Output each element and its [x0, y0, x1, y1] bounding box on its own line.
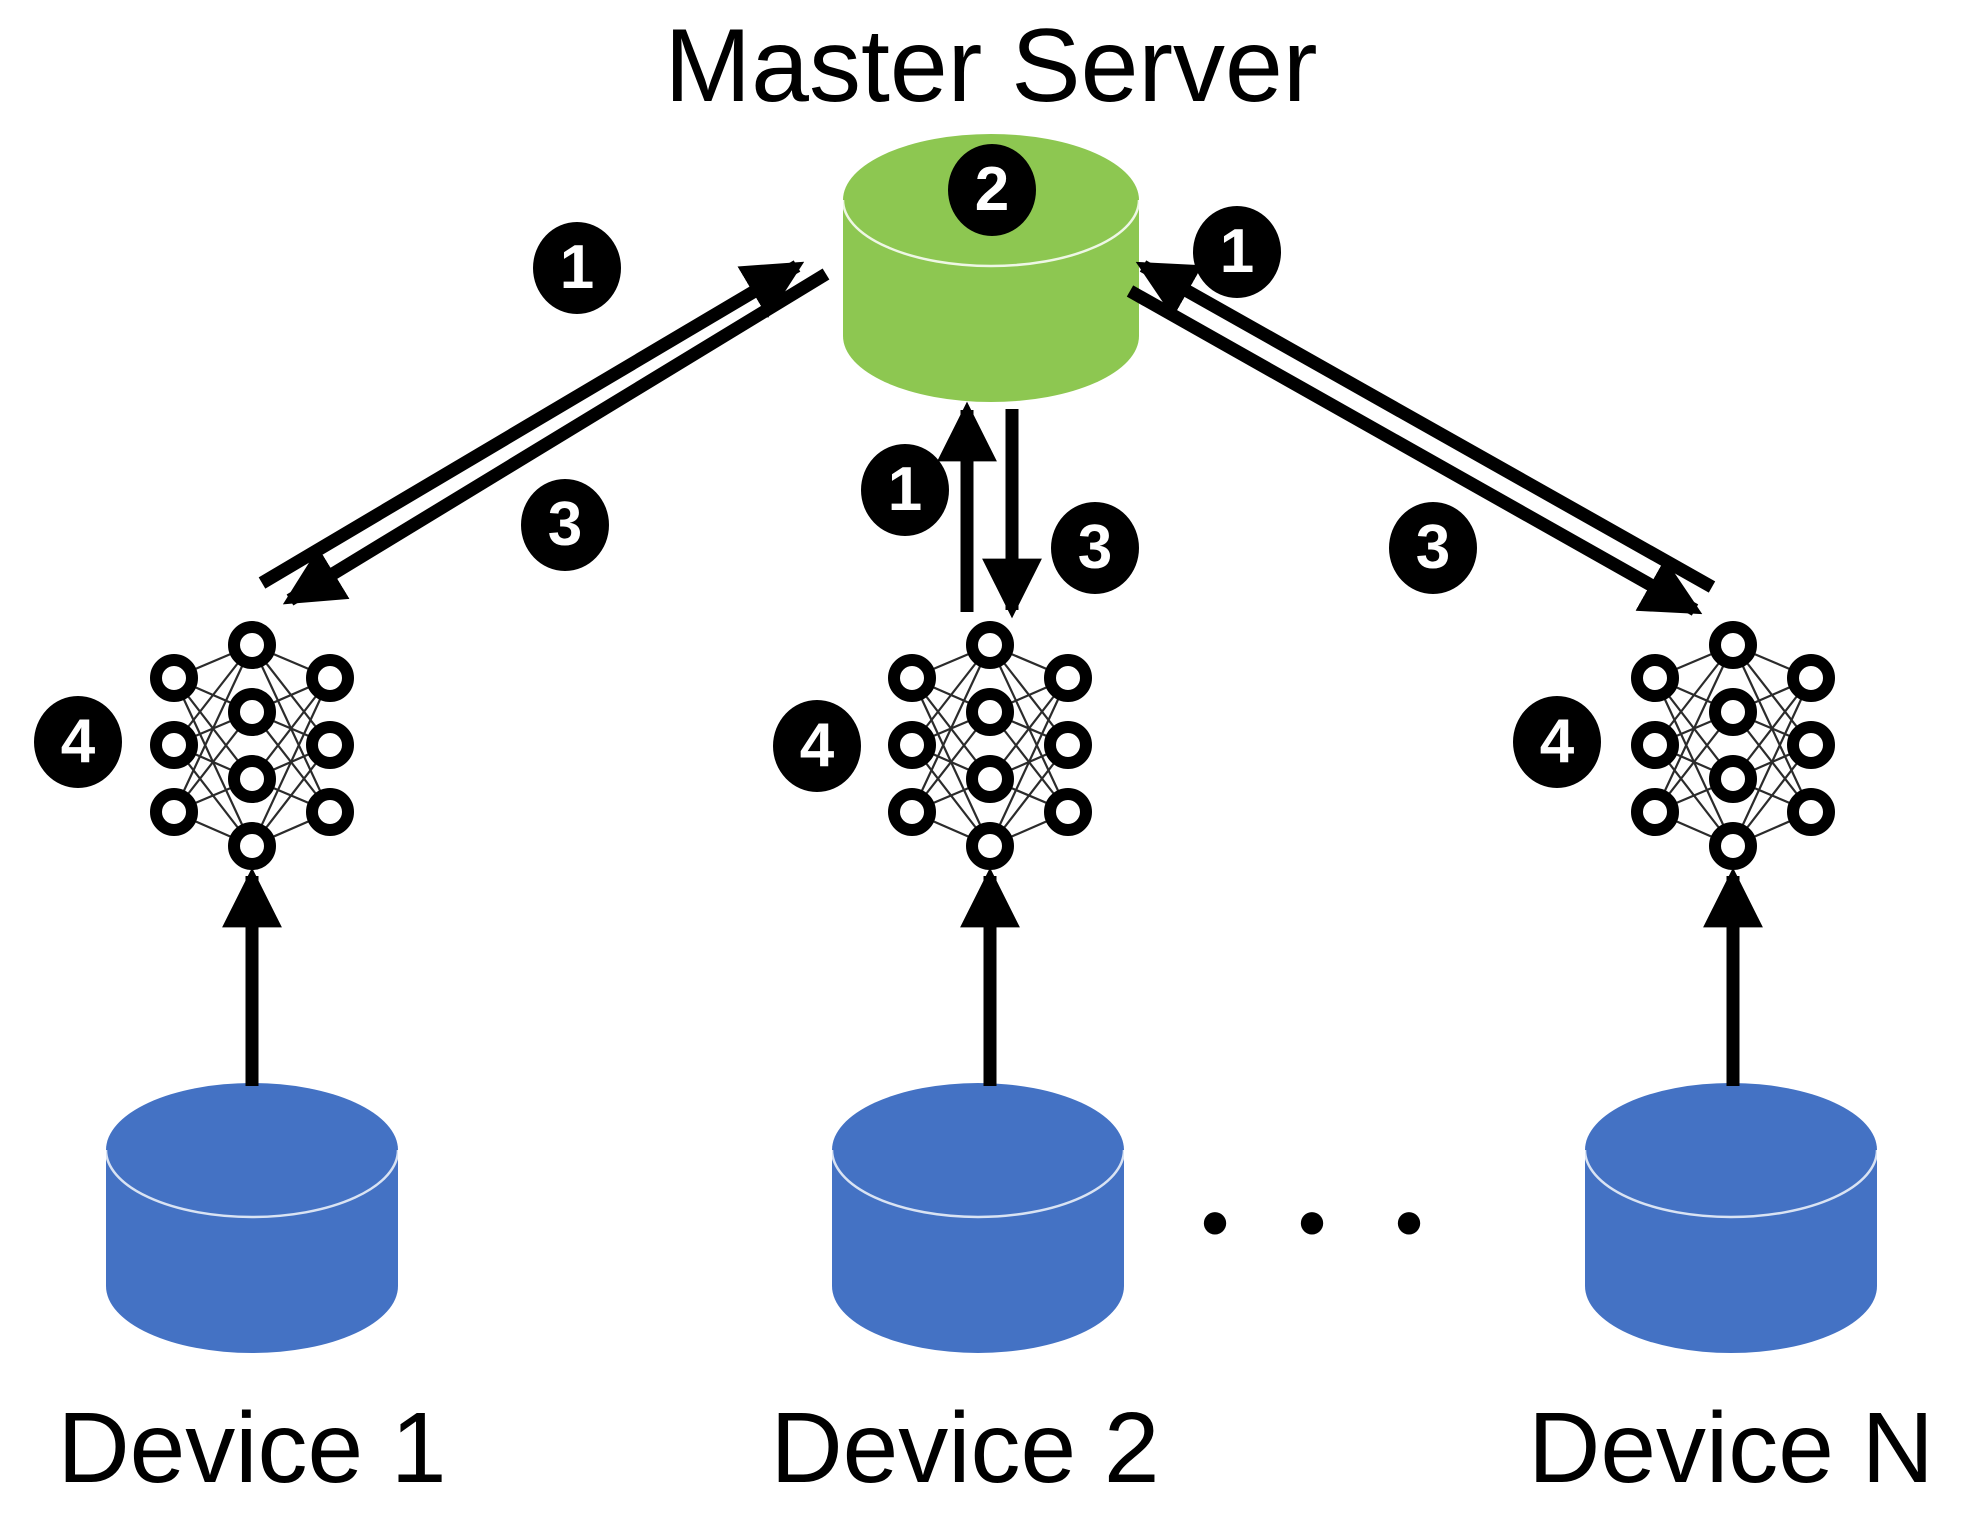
network-node — [1709, 688, 1757, 736]
network-connection — [173, 644, 253, 813]
badge-step-1-middle: 1 — [861, 444, 949, 536]
network-node — [966, 621, 1014, 669]
network-connection — [1732, 677, 1812, 847]
badge-step-3-middle: 3 — [1051, 502, 1139, 594]
device-n-rim — [1583, 1149, 1879, 1219]
badge-step-3-right: 3 — [1389, 502, 1477, 594]
network-node — [888, 654, 936, 702]
network-node — [1631, 721, 1679, 769]
network-node — [228, 755, 276, 803]
arrow-upload-left — [258, 260, 805, 589]
badge-step-1-left: 1 — [533, 222, 621, 314]
neural-network-device-1 — [150, 621, 354, 870]
network-node — [306, 654, 354, 702]
device-2-cylinder — [830, 1083, 1126, 1353]
badge-step-2-aggregate: 2 — [948, 144, 1036, 236]
network-node — [1631, 788, 1679, 836]
network-node — [1787, 721, 1835, 769]
device-2-label: Device 2 — [770, 1392, 1160, 1504]
network-node — [888, 788, 936, 836]
arrow-download-right — [1126, 285, 1703, 616]
network-node — [228, 621, 276, 669]
neural-network-device-n — [1631, 621, 1835, 870]
network-node — [150, 654, 198, 702]
diagram-title: Master Server — [664, 8, 1318, 124]
device-1-cylinder — [104, 1083, 400, 1353]
device-n-cylinder — [1583, 1083, 1879, 1353]
ellipsis-more-devices: • • • — [1201, 1178, 1447, 1266]
arrow-download-left — [282, 268, 830, 606]
network-node — [966, 688, 1014, 736]
device-1-rim — [104, 1149, 400, 1219]
network-node — [150, 788, 198, 836]
device-2-rim — [830, 1149, 1126, 1219]
neural-network-device-2 — [888, 621, 1092, 870]
network-node — [1044, 654, 1092, 702]
badge-step-4-left: 4 — [34, 696, 122, 788]
network-connection — [1654, 644, 1734, 813]
master-server-body — [843, 134, 1139, 402]
master-server-rim — [841, 199, 1141, 268]
network-connection — [251, 677, 331, 847]
device-n-label: Device N — [1528, 1392, 1934, 1504]
network-node — [888, 721, 936, 769]
device-1-label: Device 1 — [57, 1392, 447, 1504]
badge-step-4-middle: 4 — [773, 700, 861, 792]
network-connection — [911, 644, 991, 813]
network-node — [228, 822, 276, 870]
network-node — [966, 755, 1014, 803]
network-node — [306, 788, 354, 836]
network-node — [228, 688, 276, 736]
network-node — [1787, 654, 1835, 702]
network-node — [150, 721, 198, 769]
network-node — [1044, 788, 1092, 836]
network-node — [1709, 755, 1757, 803]
network-node — [1787, 788, 1835, 836]
network-node — [966, 822, 1014, 870]
network-connection — [989, 677, 1069, 847]
master-server-cylinder — [841, 134, 1141, 402]
network-node — [1709, 822, 1757, 870]
badge-step-3-left: 3 — [521, 479, 609, 571]
badge-step-4-right: 4 — [1513, 696, 1601, 788]
network-node — [306, 721, 354, 769]
arrows — [222, 260, 1763, 1086]
network-node — [1709, 621, 1757, 669]
arrow-upload-right — [1135, 260, 1716, 593]
network-node — [1631, 654, 1679, 702]
badge-step-1-right: 1 — [1193, 206, 1281, 298]
network-node — [1044, 721, 1092, 769]
